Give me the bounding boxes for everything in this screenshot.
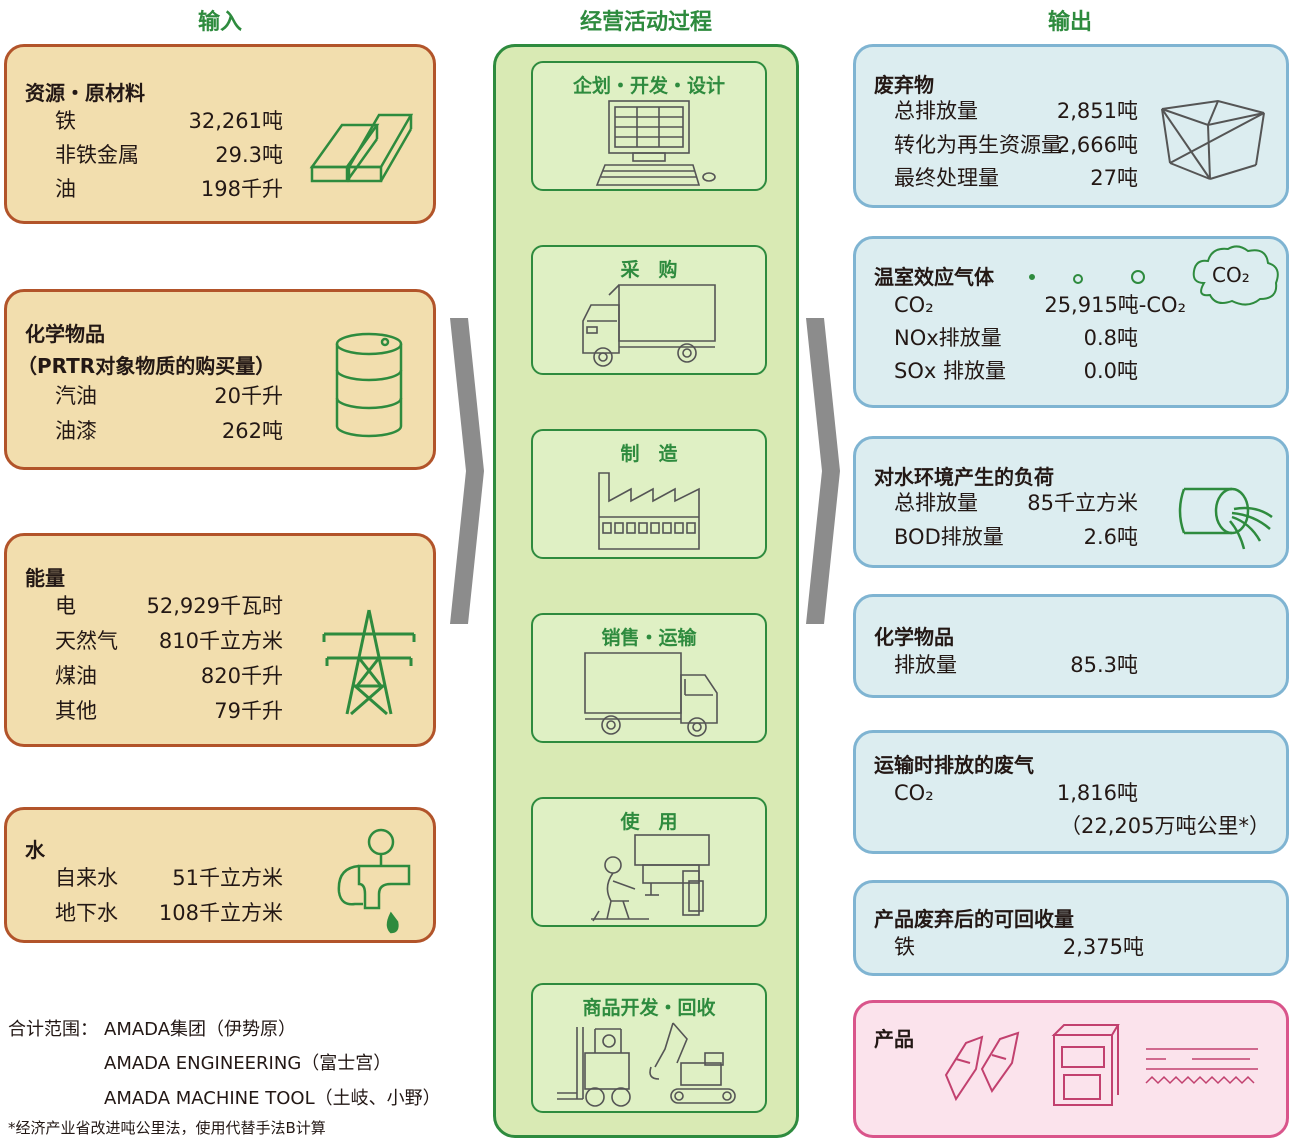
forklift-excavator-icon [557,1022,736,1107]
scope-line-3: AMADA MACHINE TOOL（土岐、小野） [104,1088,441,1109]
stage-development-recovery: 商品开发・回收 [531,983,767,1113]
process-column: 企划・开发・设计 采 购 [493,44,799,1138]
press-brake-tools-icon [944,1031,1020,1102]
scope-label: 合计范围： [8,1019,98,1040]
output-chemicals-title: 化学物品 [874,625,954,649]
computer-icon [595,100,716,186]
output-header: 输出 [1047,10,1092,35]
stage-3-title: 制 造 [620,443,678,465]
water-load-title: 对水环境产生的负荷 [874,465,1054,489]
power-tower-icon [322,609,416,716]
co2-cloud-label: CO₂ [1212,263,1250,287]
ghg-title: 温室效应气体 [874,265,994,289]
calculation-footnote: *经济产业省改进吨公里法，使用代替手法B计算 [8,1119,326,1137]
flow-arrow-left [450,318,484,624]
recovery-title: 产品废弃后的可回收量 [874,907,1074,931]
product-title: 产品 [874,1027,914,1051]
resources-title: 资源・原材料 [25,81,145,105]
stage-6-title: 商品开发・回收 [582,997,716,1019]
steel-bars-icon [309,113,414,183]
punching-machine-icon [1051,1024,1120,1106]
oil-drum-icon [335,332,403,438]
water-faucet-icon [337,828,411,934]
waste-title: 废弃物 [874,73,934,97]
delivery-truck-icon [584,652,718,737]
truck-icon [582,284,716,367]
factory-icon [598,472,700,550]
stage-sales-transport: 销售・运输 [531,613,767,743]
transport-note: （22,205万吨公里*） [1060,814,1270,838]
flow-arrow-right [806,318,840,624]
energy-title: 能量 [25,566,65,590]
saw-blade-icon [1145,1048,1258,1085]
chemicals-subtitle: （PRTR对象物质的购买量） [17,354,276,378]
scope-line-1: AMADA集团（伊势原） [104,1019,297,1040]
water-title: 水 [25,838,45,862]
stage-5-title: 使 用 [620,811,678,833]
stage-usage: 使 用 [531,797,767,927]
output-product-box: 产品 [853,1000,1289,1138]
stage-4-title: 销售・运输 [601,627,697,649]
machine-operator-icon [591,834,710,922]
stage-2-title: 采 购 [620,259,678,281]
co2-cloud-icon [1029,245,1279,306]
process-header: 经营活动过程 [579,10,712,35]
input-header: 输入 [197,10,242,35]
scope-line-2: AMADA ENGINEERING（富士宫） [104,1053,392,1074]
stage-manufacturing: 制 造 [531,429,767,559]
waste-container-icon [1161,99,1265,180]
stage-1-title: 企划・开发・设计 [572,75,725,97]
stage-procurement: 采 购 [531,245,767,375]
transport-title: 运输时排放的废气 [874,753,1034,777]
stage-planning-design: 企划・开发・设计 [531,61,767,191]
drain-pipe-icon [1178,487,1273,550]
chemicals-title: 化学物品 [25,322,105,346]
